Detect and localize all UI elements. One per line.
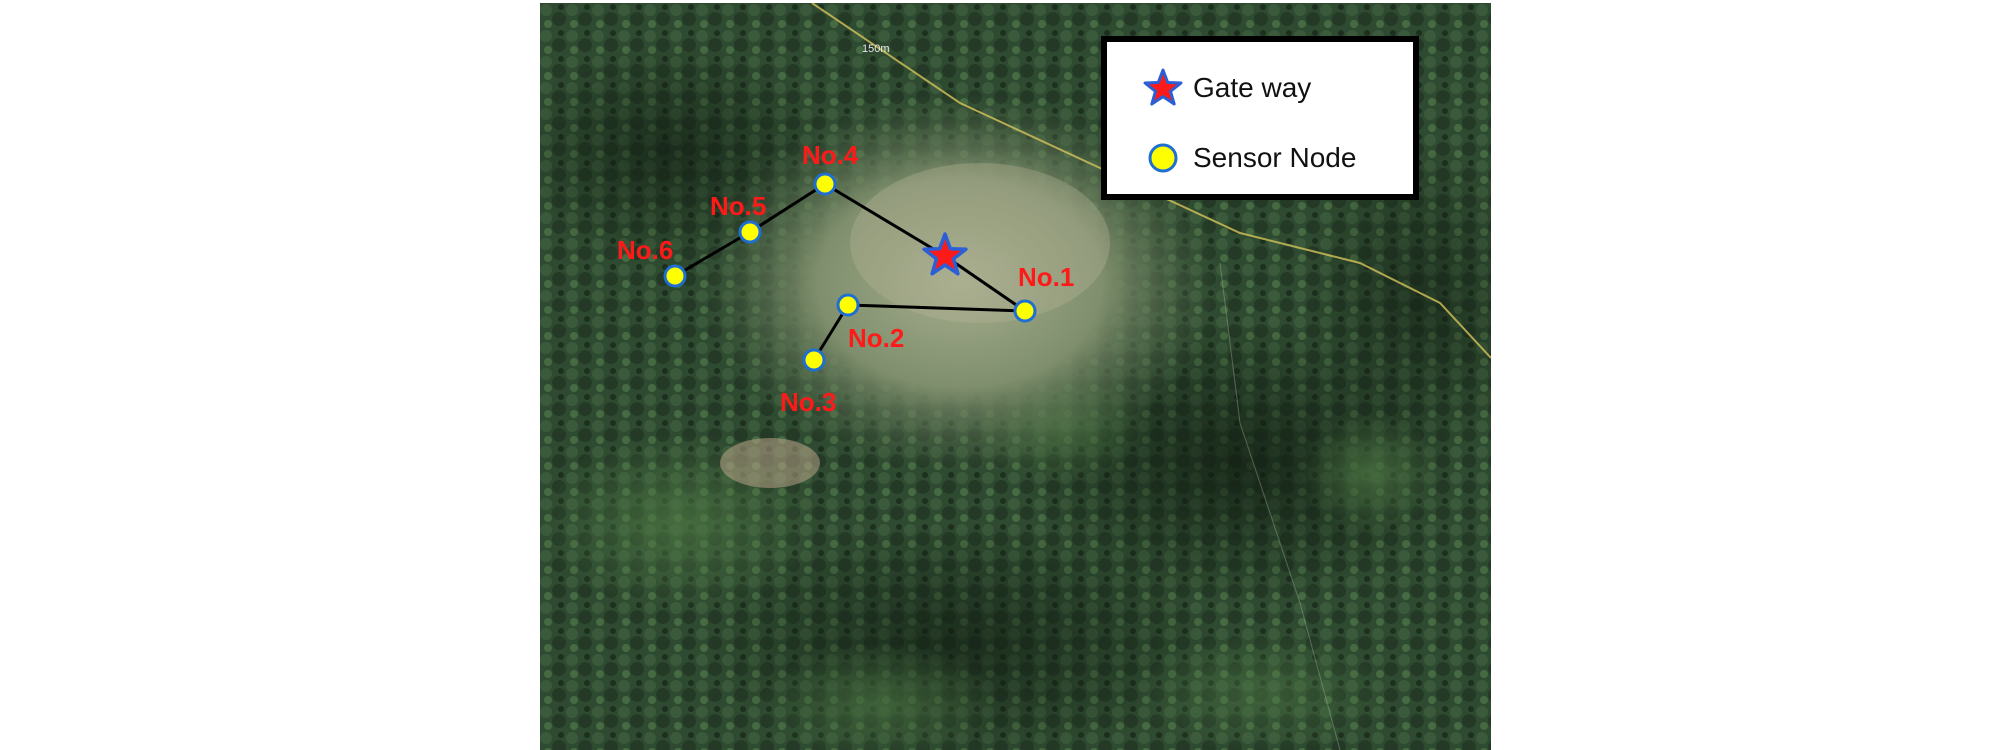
clearing-area <box>850 163 1110 323</box>
sensor-node-label-3: No.3 <box>780 387 836 417</box>
sensor-node-label-1: No.1 <box>1018 262 1074 292</box>
sensor-node-1 <box>1013 299 1037 323</box>
network-link <box>847 303 1026 313</box>
legend-gateway-row: Gate way <box>1143 68 1311 108</box>
sensor-node-label-5: No.5 <box>710 191 766 221</box>
sensor-node-label-4: No.4 <box>802 140 859 170</box>
road-line <box>811 3 1491 359</box>
sensor-node-label-6: No.6 <box>617 235 673 265</box>
sensor-node-3 <box>802 348 826 372</box>
circle-icon <box>1148 143 1178 173</box>
sensor-node-6 <box>663 264 687 288</box>
sensor-node-4 <box>813 172 837 196</box>
node-labels: No.1No.2No.3 No.4No.5No.6 <box>617 140 1074 417</box>
network-link <box>749 182 826 234</box>
sensor-node-5 <box>738 220 762 244</box>
legend-gateway-label: Gate way <box>1193 72 1312 103</box>
clearing-area <box>720 438 820 488</box>
network-link <box>944 254 1026 313</box>
sensor-nodes <box>663 172 1037 372</box>
gateway-marker <box>922 232 968 276</box>
canopy-patch <box>1130 633 1390 750</box>
gateway-star-icon <box>922 232 968 276</box>
map-legend: Gate way Sensor Node <box>1101 36 1419 200</box>
sensor-node-label-2: No.2 <box>848 323 904 353</box>
star-icon <box>1143 68 1183 106</box>
network-link <box>674 230 751 278</box>
trail-line <box>1219 262 1341 750</box>
sensor-node-2 <box>836 293 860 317</box>
network-link <box>824 182 946 258</box>
legend-sensor-label: Sensor Node <box>1193 142 1357 173</box>
scale-label: 150m <box>862 43 890 55</box>
canopy-patch <box>1300 413 1440 533</box>
canopy-patch <box>760 643 1000 750</box>
legend-sensor-row: Sensor Node <box>1143 138 1356 178</box>
shadow-patch <box>1300 143 1491 463</box>
